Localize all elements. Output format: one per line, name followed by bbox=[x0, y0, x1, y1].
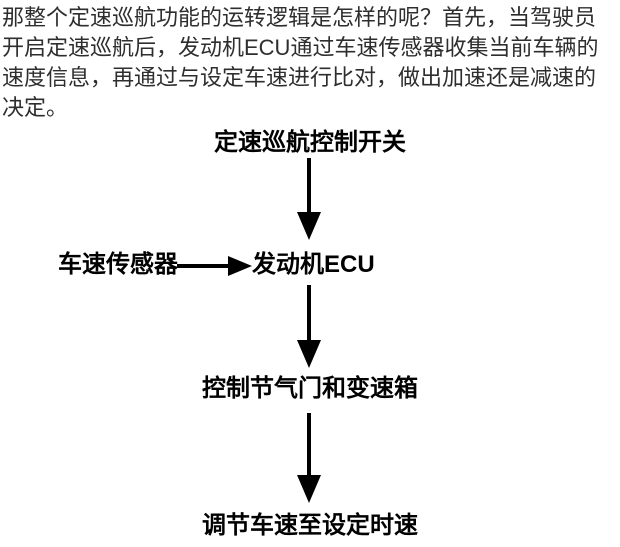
node-cruise-control-switch: 定速巡航控制开关 bbox=[214, 129, 406, 156]
node-speed-sensor: 车速传感器 bbox=[58, 251, 178, 278]
arrow-down-icon bbox=[307, 285, 311, 342]
paragraph-line-3: 速度信息，再通过与设定车速进行比对，做出加速还是减速的 bbox=[2, 65, 597, 90]
arrow-right-head-icon bbox=[228, 256, 252, 276]
node-adjust-speed: 调节车速至设定时速 bbox=[202, 512, 418, 539]
arrow-down-icon bbox=[307, 413, 311, 477]
node-engine-ecu: 发动机ECU bbox=[252, 251, 375, 278]
node-throttle-gearbox: 控制节气门和变速箱 bbox=[202, 375, 418, 402]
arrow-down-head-icon bbox=[297, 340, 321, 368]
arrow-right-icon bbox=[177, 264, 230, 268]
intro-paragraph: 那整个定速巡航功能的运转逻辑是怎样的呢？首先，当驾驶员 开启定速巡航后，发动机E… bbox=[2, 3, 618, 123]
arrow-down-head-icon bbox=[297, 475, 321, 503]
paragraph-line-1: 那整个定速巡航功能的运转逻辑是怎样的呢？首先，当驾驶员 bbox=[2, 5, 597, 30]
arrow-down-icon bbox=[307, 158, 311, 214]
paragraph-line-2: 开启定速巡航后，发动机ECU通过车速传感器收集当前车辆的 bbox=[2, 35, 599, 60]
arrow-down-head-icon bbox=[297, 212, 321, 240]
paragraph-line-4: 决定。 bbox=[2, 95, 69, 120]
